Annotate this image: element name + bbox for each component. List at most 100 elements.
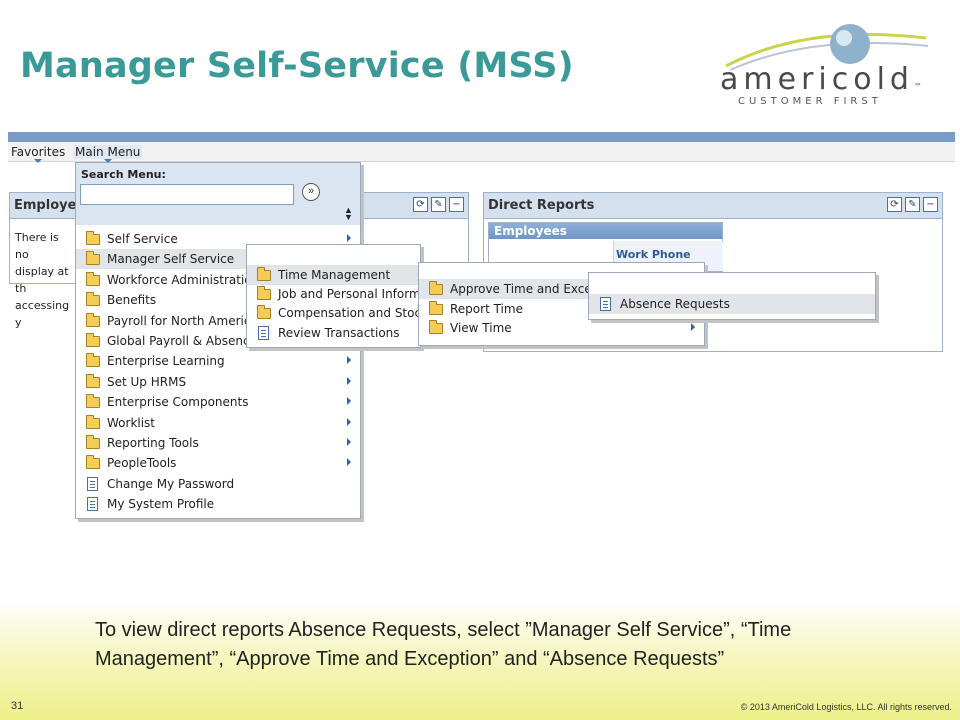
folder-icon [257, 305, 271, 320]
menu-item[interactable]: Enterprise Components [76, 392, 360, 412]
menu-item-label: Set Up HRMS [107, 374, 187, 389]
americold-logo: americold™ CUSTOMER FIRST [716, 16, 936, 107]
menu-item-label: Time Management [278, 268, 391, 282]
menu-item[interactable]: Worklist [76, 413, 360, 433]
menu-item-label: Workforce Administration [107, 272, 260, 287]
menu-item-label: Benefits [107, 293, 157, 308]
menu-item[interactable]: My System Profile [76, 494, 360, 514]
folder-icon [86, 292, 100, 307]
menu-item-label: Worklist [107, 415, 156, 430]
chevron-right-icon [347, 397, 351, 406]
search-menu-label: Search Menu: [81, 168, 166, 181]
folder-icon [86, 231, 100, 245]
menu-item-label: Enterprise Learning [107, 354, 225, 369]
message-line: There is no [15, 231, 59, 261]
pagelet-header: Direct Reports ⟳ ✎ − [484, 193, 942, 219]
folder-icon [86, 333, 100, 347]
page-number: 31 [11, 700, 24, 712]
menu-item-label: PeopleTools [107, 456, 177, 471]
menu-item-label: Manager Self Service [107, 252, 235, 267]
folder-icon [86, 414, 100, 429]
menu-item[interactable]: Job and Personal Information [247, 284, 420, 304]
menu-item[interactable]: Absence Requests [589, 294, 875, 314]
folder-icon [257, 267, 271, 281]
document-icon [258, 325, 269, 340]
menu-item[interactable]: Enterprise Learning [76, 351, 360, 371]
favorites-menu[interactable]: Favorites [11, 145, 66, 163]
document-icon [600, 297, 611, 311]
menu-item[interactable]: View Time [419, 318, 704, 338]
folder-icon [86, 373, 100, 388]
instruction-caption: To view direct reports Absence Requests,… [95, 619, 792, 670]
copyright-notice: © 2013 AmeriCold Logistics, LLC. All rig… [740, 702, 952, 712]
menu-item-label: My System Profile [107, 497, 215, 512]
menu-item[interactable]: Set Up HRMS [76, 372, 360, 392]
menu-item-label: View Time [450, 321, 512, 335]
logo-tagline: CUSTOMER FIRST [738, 96, 882, 107]
logo-wordmark: americold™ [720, 62, 922, 97]
refresh-icon[interactable]: ⟳ [887, 197, 902, 212]
menu-item-label: Change My Password [107, 476, 235, 491]
folder-icon [257, 286, 271, 301]
folder-icon [86, 435, 100, 449]
edit-icon[interactable]: ✎ [905, 197, 920, 212]
folder-icon [429, 300, 443, 315]
menu-item[interactable]: PeopleTools [76, 453, 360, 473]
chevron-right-icon [691, 323, 695, 331]
approve-time-submenu: Absence Requests [588, 272, 876, 320]
menu-item-label: Compensation and Stock [278, 306, 420, 321]
menu-item-label: Job and Personal Information [278, 287, 420, 302]
menu-item-label: Approve Time and Exceptions [450, 282, 629, 296]
sort-icon[interactable]: ▲▼ [344, 205, 353, 222]
menu-item-label: Enterprise Components [107, 395, 249, 410]
chevron-right-icon [347, 376, 351, 385]
slide-title: Manager Self-Service (MSS) [20, 46, 574, 86]
menu-item-label: Report Time [450, 301, 523, 316]
search-menu-area: Search Menu: » ▲▼ [76, 163, 360, 225]
menu-item[interactable]: Self Service [76, 229, 360, 249]
message-line: display at th [15, 265, 69, 295]
menu-item[interactable]: Reporting Tools [76, 433, 360, 453]
menu-item-label: Reporting Tools [107, 436, 199, 450]
minimize-icon[interactable]: − [449, 197, 464, 212]
logo-swoosh-icon [725, 24, 929, 71]
portal-header-bar [8, 132, 955, 142]
message-line: accessing y [15, 299, 70, 329]
menu-item[interactable]: Review Transactions [247, 323, 420, 343]
menu-item-label: Absence Requests [620, 297, 730, 311]
menu-item[interactable]: Time Management [247, 265, 420, 285]
chevron-down-icon [34, 159, 43, 163]
menu-item-label: Self Service [107, 232, 178, 246]
folder-icon [86, 312, 100, 327]
chevron-right-icon [347, 234, 351, 242]
refresh-icon[interactable]: ⟳ [413, 197, 428, 212]
folder-icon [86, 394, 100, 409]
menu-item-label: Payroll for North America [107, 313, 258, 328]
minimize-icon[interactable]: − [923, 197, 938, 212]
menu-item[interactable]: Compensation and Stock [247, 303, 420, 323]
employee-message: There is no display at th accessing y [15, 229, 75, 331]
pagelet-title: Employee [14, 198, 86, 213]
menu-bar [8, 142, 955, 162]
edit-icon[interactable]: ✎ [431, 197, 446, 212]
folder-icon [429, 281, 443, 295]
main-menu[interactable]: Main Menu [73, 145, 143, 163]
folder-icon [86, 251, 100, 266]
menu-item[interactable]: Report Time [419, 299, 704, 319]
main-menu-label: Main Menu [75, 145, 141, 159]
chevron-right-icon [347, 417, 351, 426]
chevron-right-icon [347, 458, 351, 467]
chevron-right-icon [347, 356, 351, 365]
search-go-icon[interactable]: » [302, 183, 320, 201]
menu-item[interactable]: Change My Password [76, 474, 360, 494]
folder-icon [86, 455, 100, 470]
search-menu-input[interactable] [80, 184, 294, 205]
folder-icon [86, 353, 100, 368]
pagelet-title: Direct Reports [488, 198, 595, 213]
favorites-label: Favorites [11, 145, 66, 159]
grid-title: Employees [489, 223, 722, 239]
document-icon [87, 497, 98, 512]
folder-icon [429, 320, 443, 334]
